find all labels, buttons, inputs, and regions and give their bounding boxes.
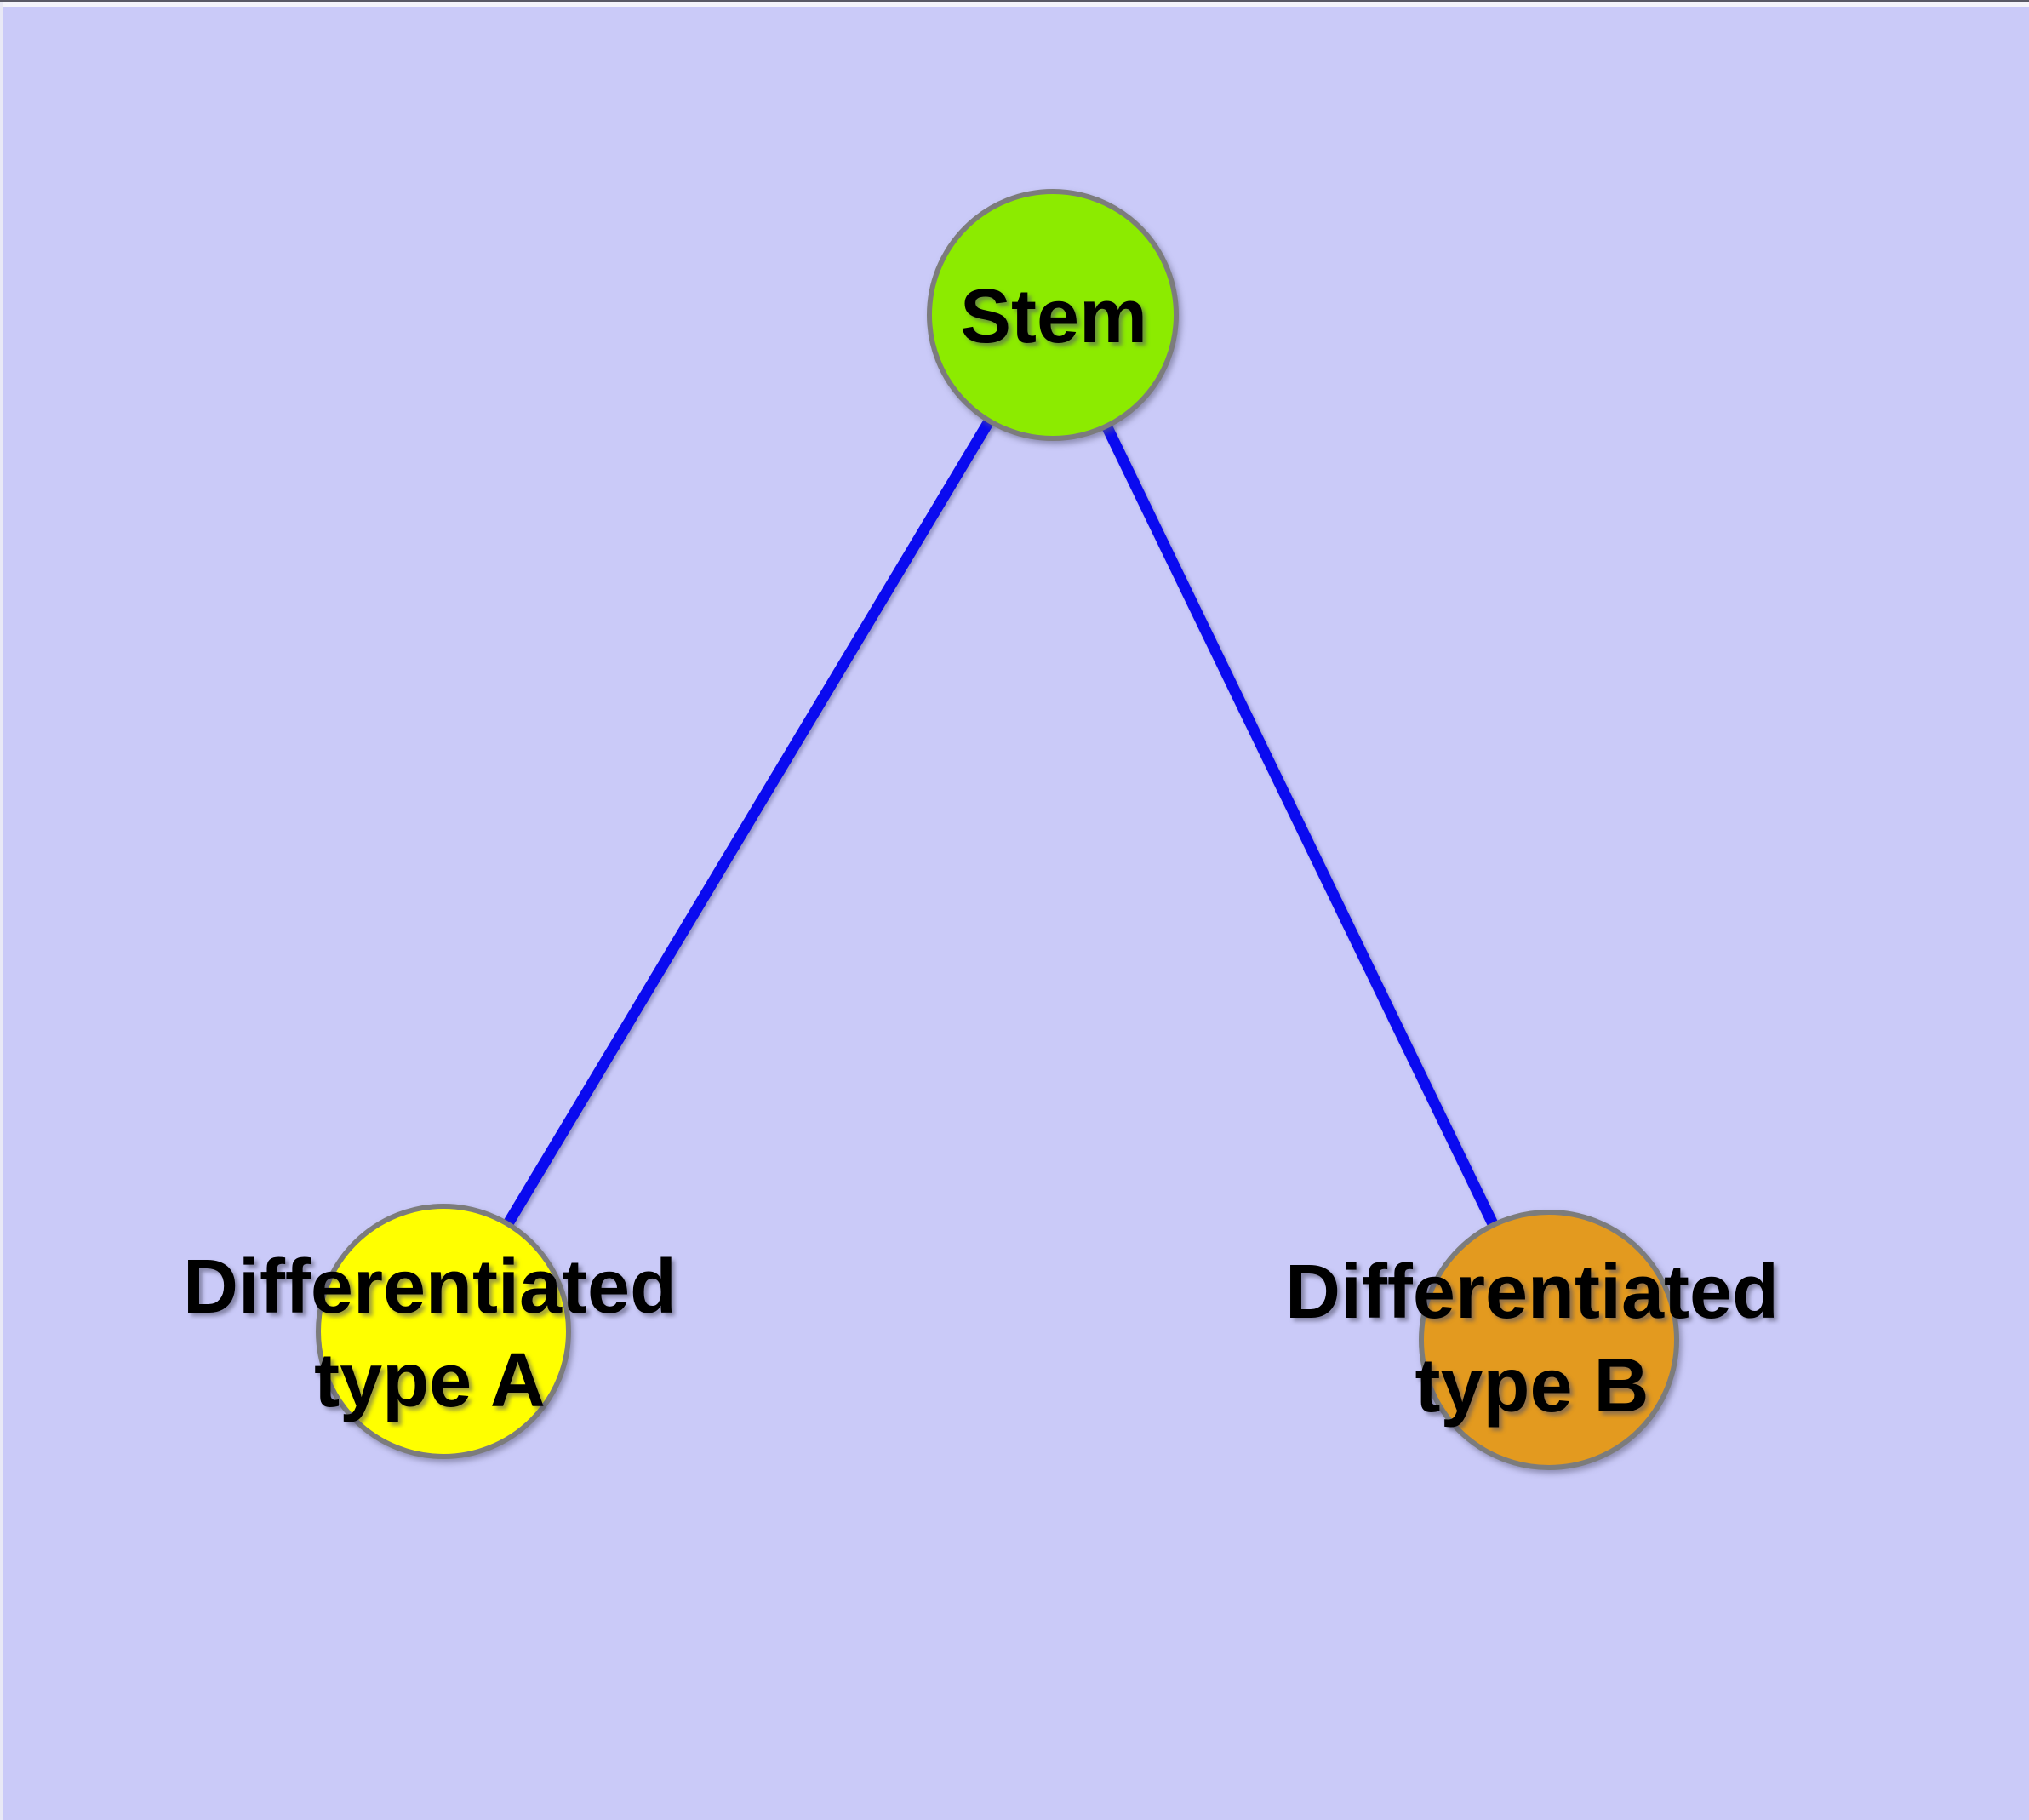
window-top-edge-line (0, 0, 2029, 2)
node-label-type-a: Differentiated type A (4, 1240, 855, 1428)
node-label-type-a-line2: type A (314, 1338, 546, 1423)
edge-stem-to-type-a (438, 312, 1058, 1335)
node-stem (927, 189, 1179, 441)
node-differentiated-type-b (1419, 1210, 1679, 1470)
node-label-type-b: Differentiated type B (1106, 1245, 1958, 1433)
node-label-type-b-line1: Differentiated (1284, 1250, 1780, 1335)
node-label-stem: Stem (628, 270, 1479, 363)
window-left-edge-strip (0, 2, 3, 1820)
node-label-stem-text: Stem (959, 274, 1148, 359)
node-differentiated-type-a (316, 1204, 571, 1459)
window-top-edge-strip (0, 2, 2029, 7)
node-label-type-a-line1: Differentiated (182, 1245, 677, 1330)
edge-stem-to-type-b (1048, 312, 1554, 1342)
node-label-type-b-line2: type B (1415, 1343, 1649, 1428)
